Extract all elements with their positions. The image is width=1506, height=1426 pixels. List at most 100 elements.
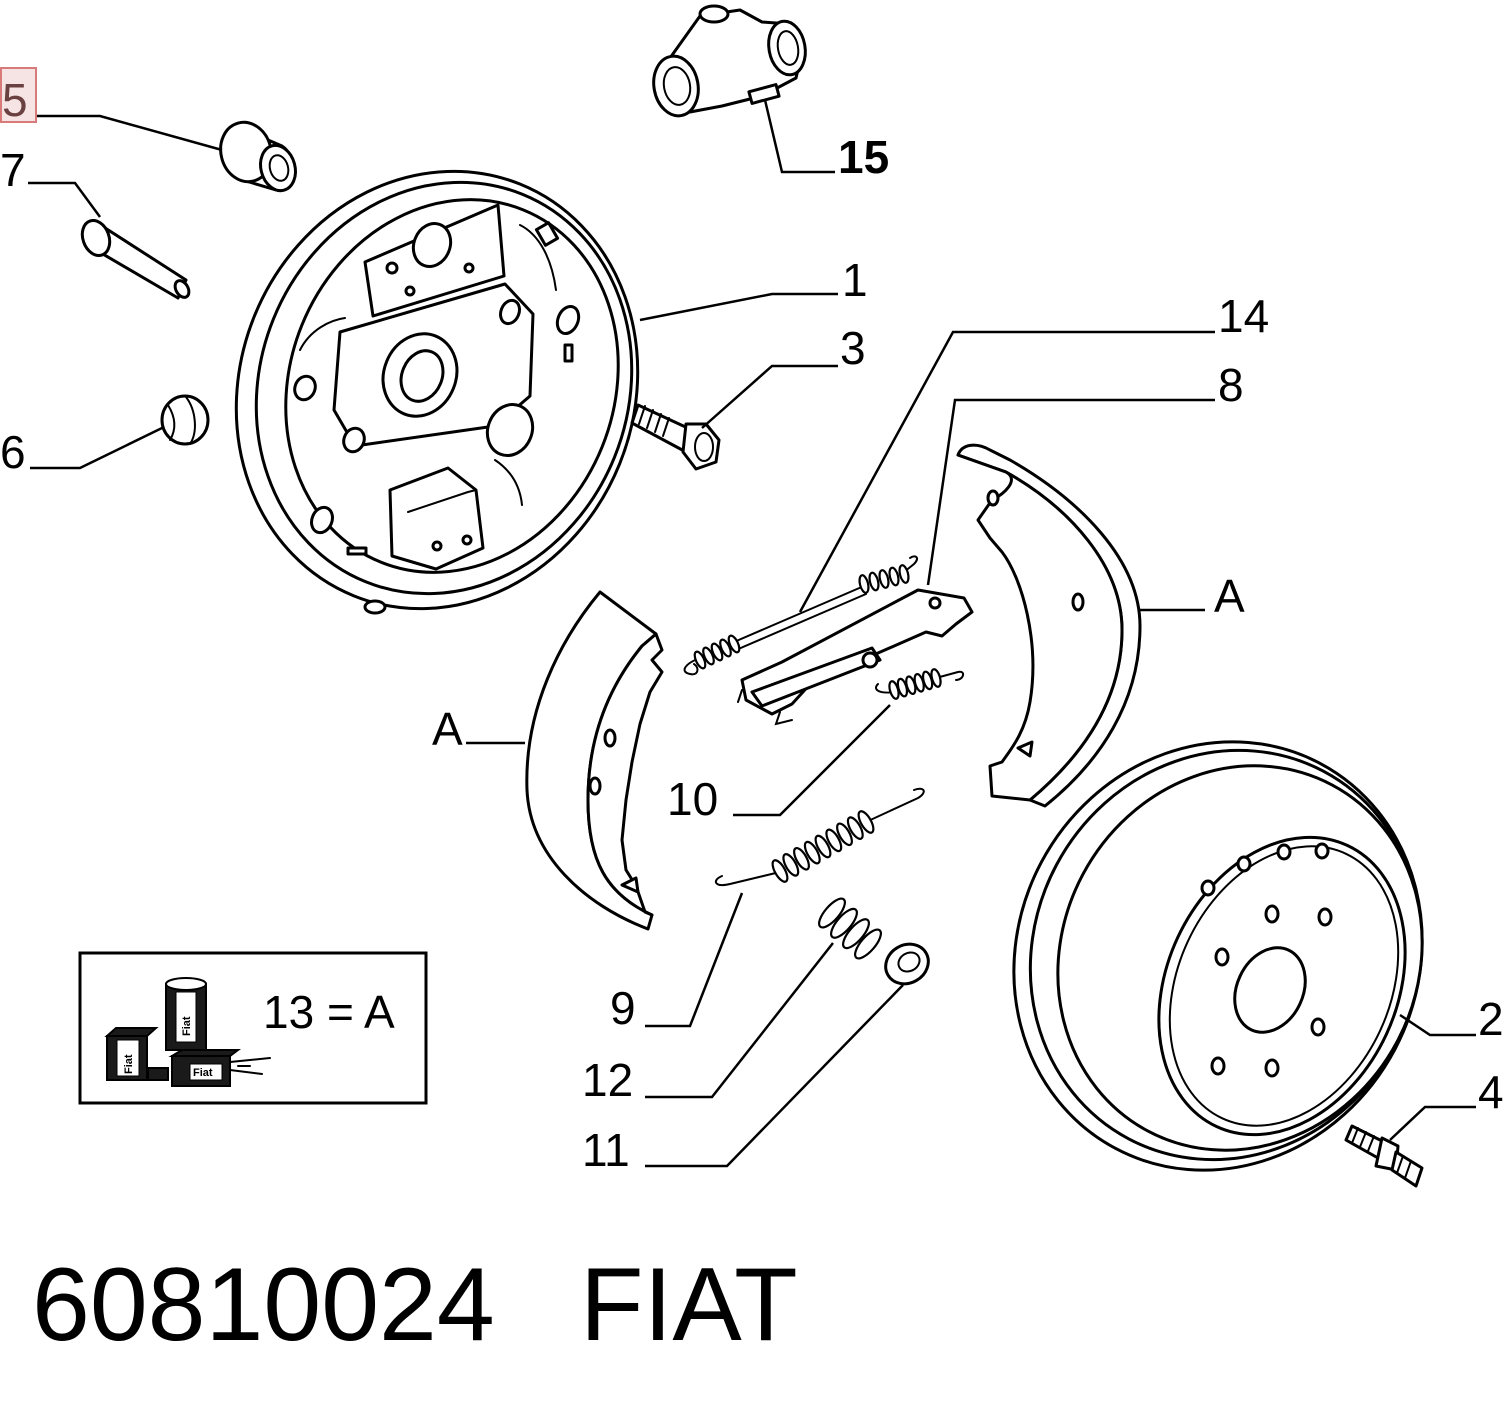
callout-part-6[interactable]: 6 (0, 426, 26, 478)
spring-coil-turn (814, 834, 832, 859)
spring-coil-turn (930, 668, 942, 688)
cap-part-6 (160, 394, 210, 446)
callout-shoe-right[interactable]: A (1214, 570, 1245, 622)
callout-part-12[interactable]: 12 (582, 1054, 633, 1106)
drum-bolt-hole (1310, 1017, 1326, 1037)
cap-ridge (167, 396, 196, 445)
backing-plate-rivet (463, 262, 475, 274)
callout-part-1[interactable]: 1 (842, 254, 868, 306)
leader-lines (28, 99, 1476, 1168)
spring-coil-turn (878, 569, 890, 589)
spring-9-left-hook (714, 871, 781, 886)
brake-shoe-left (525, 590, 664, 931)
spring-coil-turn (727, 634, 741, 654)
spring-coil-turn (836, 822, 853, 847)
backing-plate-slot (534, 221, 560, 247)
spring-coil-turn (888, 566, 900, 587)
shoe-left-web (586, 632, 664, 917)
drum-rim-hole (1276, 843, 1292, 861)
shoe-right-hole (986, 489, 1000, 507)
washer-part-11 (884, 942, 930, 986)
backing-plate-anchor-block (388, 466, 485, 571)
callout-part-15[interactable]: 15 (838, 131, 889, 183)
spring-14-coil (693, 634, 741, 670)
callout-part-4[interactable]: 4 (1478, 1066, 1504, 1118)
spring-coil-turn (857, 810, 875, 834)
leader-part-15 (763, 99, 835, 174)
pin-tip (173, 279, 191, 299)
brake-shoe-right (956, 443, 1142, 808)
callout-part-9[interactable]: 9 (610, 982, 636, 1034)
stud-part-4 (1344, 1124, 1424, 1188)
callout-part-10[interactable]: 10 (667, 773, 718, 825)
callout-part-14[interactable]: 14 (1218, 290, 1269, 342)
drum-rim-hole (1314, 842, 1330, 860)
kit-box-left-label (116, 1039, 140, 1077)
wheel-cylinder-right-bore (776, 30, 800, 66)
kit-box-right-brand: Fiat (193, 1067, 213, 1079)
spring-10-coil (888, 668, 942, 700)
leader-part-12 (645, 942, 834, 1099)
backing-plate-hole (555, 304, 581, 336)
drum-face-ring (1168, 845, 1400, 1127)
drum-bolt-hole (1214, 947, 1230, 967)
spring-coil-turn (898, 564, 910, 584)
kit-legend-box: Fiat Fiat Fiat 13 = A (78, 951, 428, 1105)
kit-small-part (147, 1067, 169, 1081)
pin-head (80, 219, 112, 257)
spring-coil-turn (854, 928, 882, 960)
drum-bolt-hole (1317, 907, 1333, 927)
bolt-head-face (694, 432, 714, 462)
leader-part-5 (36, 114, 223, 152)
leader-part-4 (1389, 1105, 1476, 1141)
drum-center-hole (1233, 946, 1307, 1034)
backing-plate-rivet (385, 261, 399, 275)
bushing-end (259, 143, 297, 193)
footer-part-number: 60810024 (32, 1247, 495, 1363)
kit-icon: Fiat Fiat Fiat (104, 977, 271, 1087)
callout-part-2[interactable]: 2 (1478, 993, 1504, 1045)
wheel-cylinder-part-15 (652, 4, 807, 118)
stud-thread-right (1390, 1150, 1424, 1188)
spring-coil-turn (693, 650, 707, 670)
shoe-right-hole (1071, 592, 1085, 612)
spring-14-right-hook (903, 555, 918, 573)
spring-coil-turn (719, 638, 732, 658)
backing-plate-hole (485, 403, 535, 457)
drum-rim-hole (1236, 855, 1252, 873)
footer-brand: FIAT (580, 1247, 798, 1363)
backing-plate-bottom-boss (363, 599, 387, 615)
brake-drum-part-2 (1012, 740, 1424, 1172)
leader-part-1 (639, 292, 838, 322)
callout-part-5[interactable]: 5 (2, 74, 28, 126)
kit-tube-label (175, 991, 197, 1043)
kit-box-right-label (189, 1063, 223, 1081)
callout-part-7[interactable]: 7 (0, 144, 26, 196)
callout-shoe-left[interactable]: A (432, 703, 463, 755)
spring-coil-turn (846, 816, 864, 840)
adjuster-lever-part-8 (737, 588, 974, 726)
stud-thread-lines (1351, 1127, 1375, 1152)
kit-tube-cap (165, 977, 207, 991)
spring-coil-turn (710, 642, 724, 662)
spring-9-coil (771, 810, 875, 883)
callout-part-11[interactable]: 11 (582, 1124, 630, 1176)
shoe-left-hole (588, 776, 602, 796)
spring-coil-turn (868, 571, 880, 592)
backing-plate-slot (346, 546, 368, 556)
drum-bolt-hole (1264, 904, 1280, 924)
leader-part-8 (926, 398, 1215, 586)
kit-tube-brand: Fiat (181, 1016, 193, 1036)
callout-selection-highlight (0, 67, 37, 123)
leader-part-3 (701, 364, 838, 429)
leader-part-6 (30, 426, 163, 470)
backing-plate-part-1 (234, 169, 640, 615)
backing-plate-anchor-rivet (431, 540, 443, 552)
bolt-part-3 (630, 403, 721, 471)
spring-14-left-hook (683, 657, 701, 676)
callout-part-3[interactable]: 3 (840, 322, 866, 374)
washer-outer (884, 942, 930, 986)
bushing-part-5 (219, 120, 297, 193)
callout-part-8[interactable]: 8 (1218, 359, 1244, 411)
leader-part-7 (28, 181, 102, 218)
